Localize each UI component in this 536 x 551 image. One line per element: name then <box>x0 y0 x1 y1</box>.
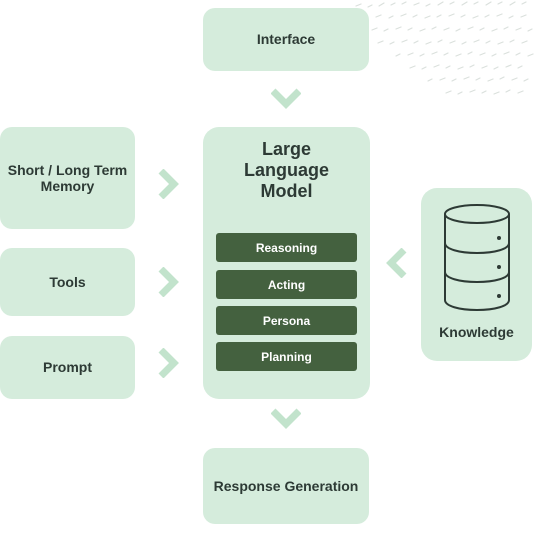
chevron-down-icon <box>271 408 301 429</box>
capability-persona: Persona <box>216 306 357 335</box>
capability-reasoning: Reasoning <box>216 233 357 262</box>
tools-label: Tools <box>49 273 86 290</box>
chevron-right-icon <box>158 348 179 378</box>
interface-label: Interface <box>256 31 316 48</box>
chevron-left-icon <box>386 248 407 278</box>
response-label: Response Generation <box>213 477 359 494</box>
chevron-down-icon <box>271 88 301 109</box>
prompt-node: Prompt <box>0 336 135 399</box>
knowledge-node: Knowledge <box>421 188 532 361</box>
llm-title: Large Language Model <box>243 139 329 202</box>
llm-node: Large Language Model Reasoning Acting Pe… <box>203 127 370 399</box>
chevron-right-icon <box>158 169 179 199</box>
database-icon <box>444 204 510 312</box>
chevron-right-icon <box>158 267 179 297</box>
response-generation-node: Response Generation <box>203 448 369 524</box>
tools-node: Tools <box>0 248 135 316</box>
interface-node: Interface <box>203 8 369 71</box>
memory-node: Short / Long Term Memory <box>0 127 135 229</box>
capability-planning: Planning <box>216 342 357 371</box>
capability-acting: Acting <box>216 270 357 299</box>
prompt-label: Prompt <box>43 359 92 376</box>
knowledge-label: Knowledge <box>439 324 514 340</box>
memory-label: Short / Long Term Memory <box>7 161 128 194</box>
